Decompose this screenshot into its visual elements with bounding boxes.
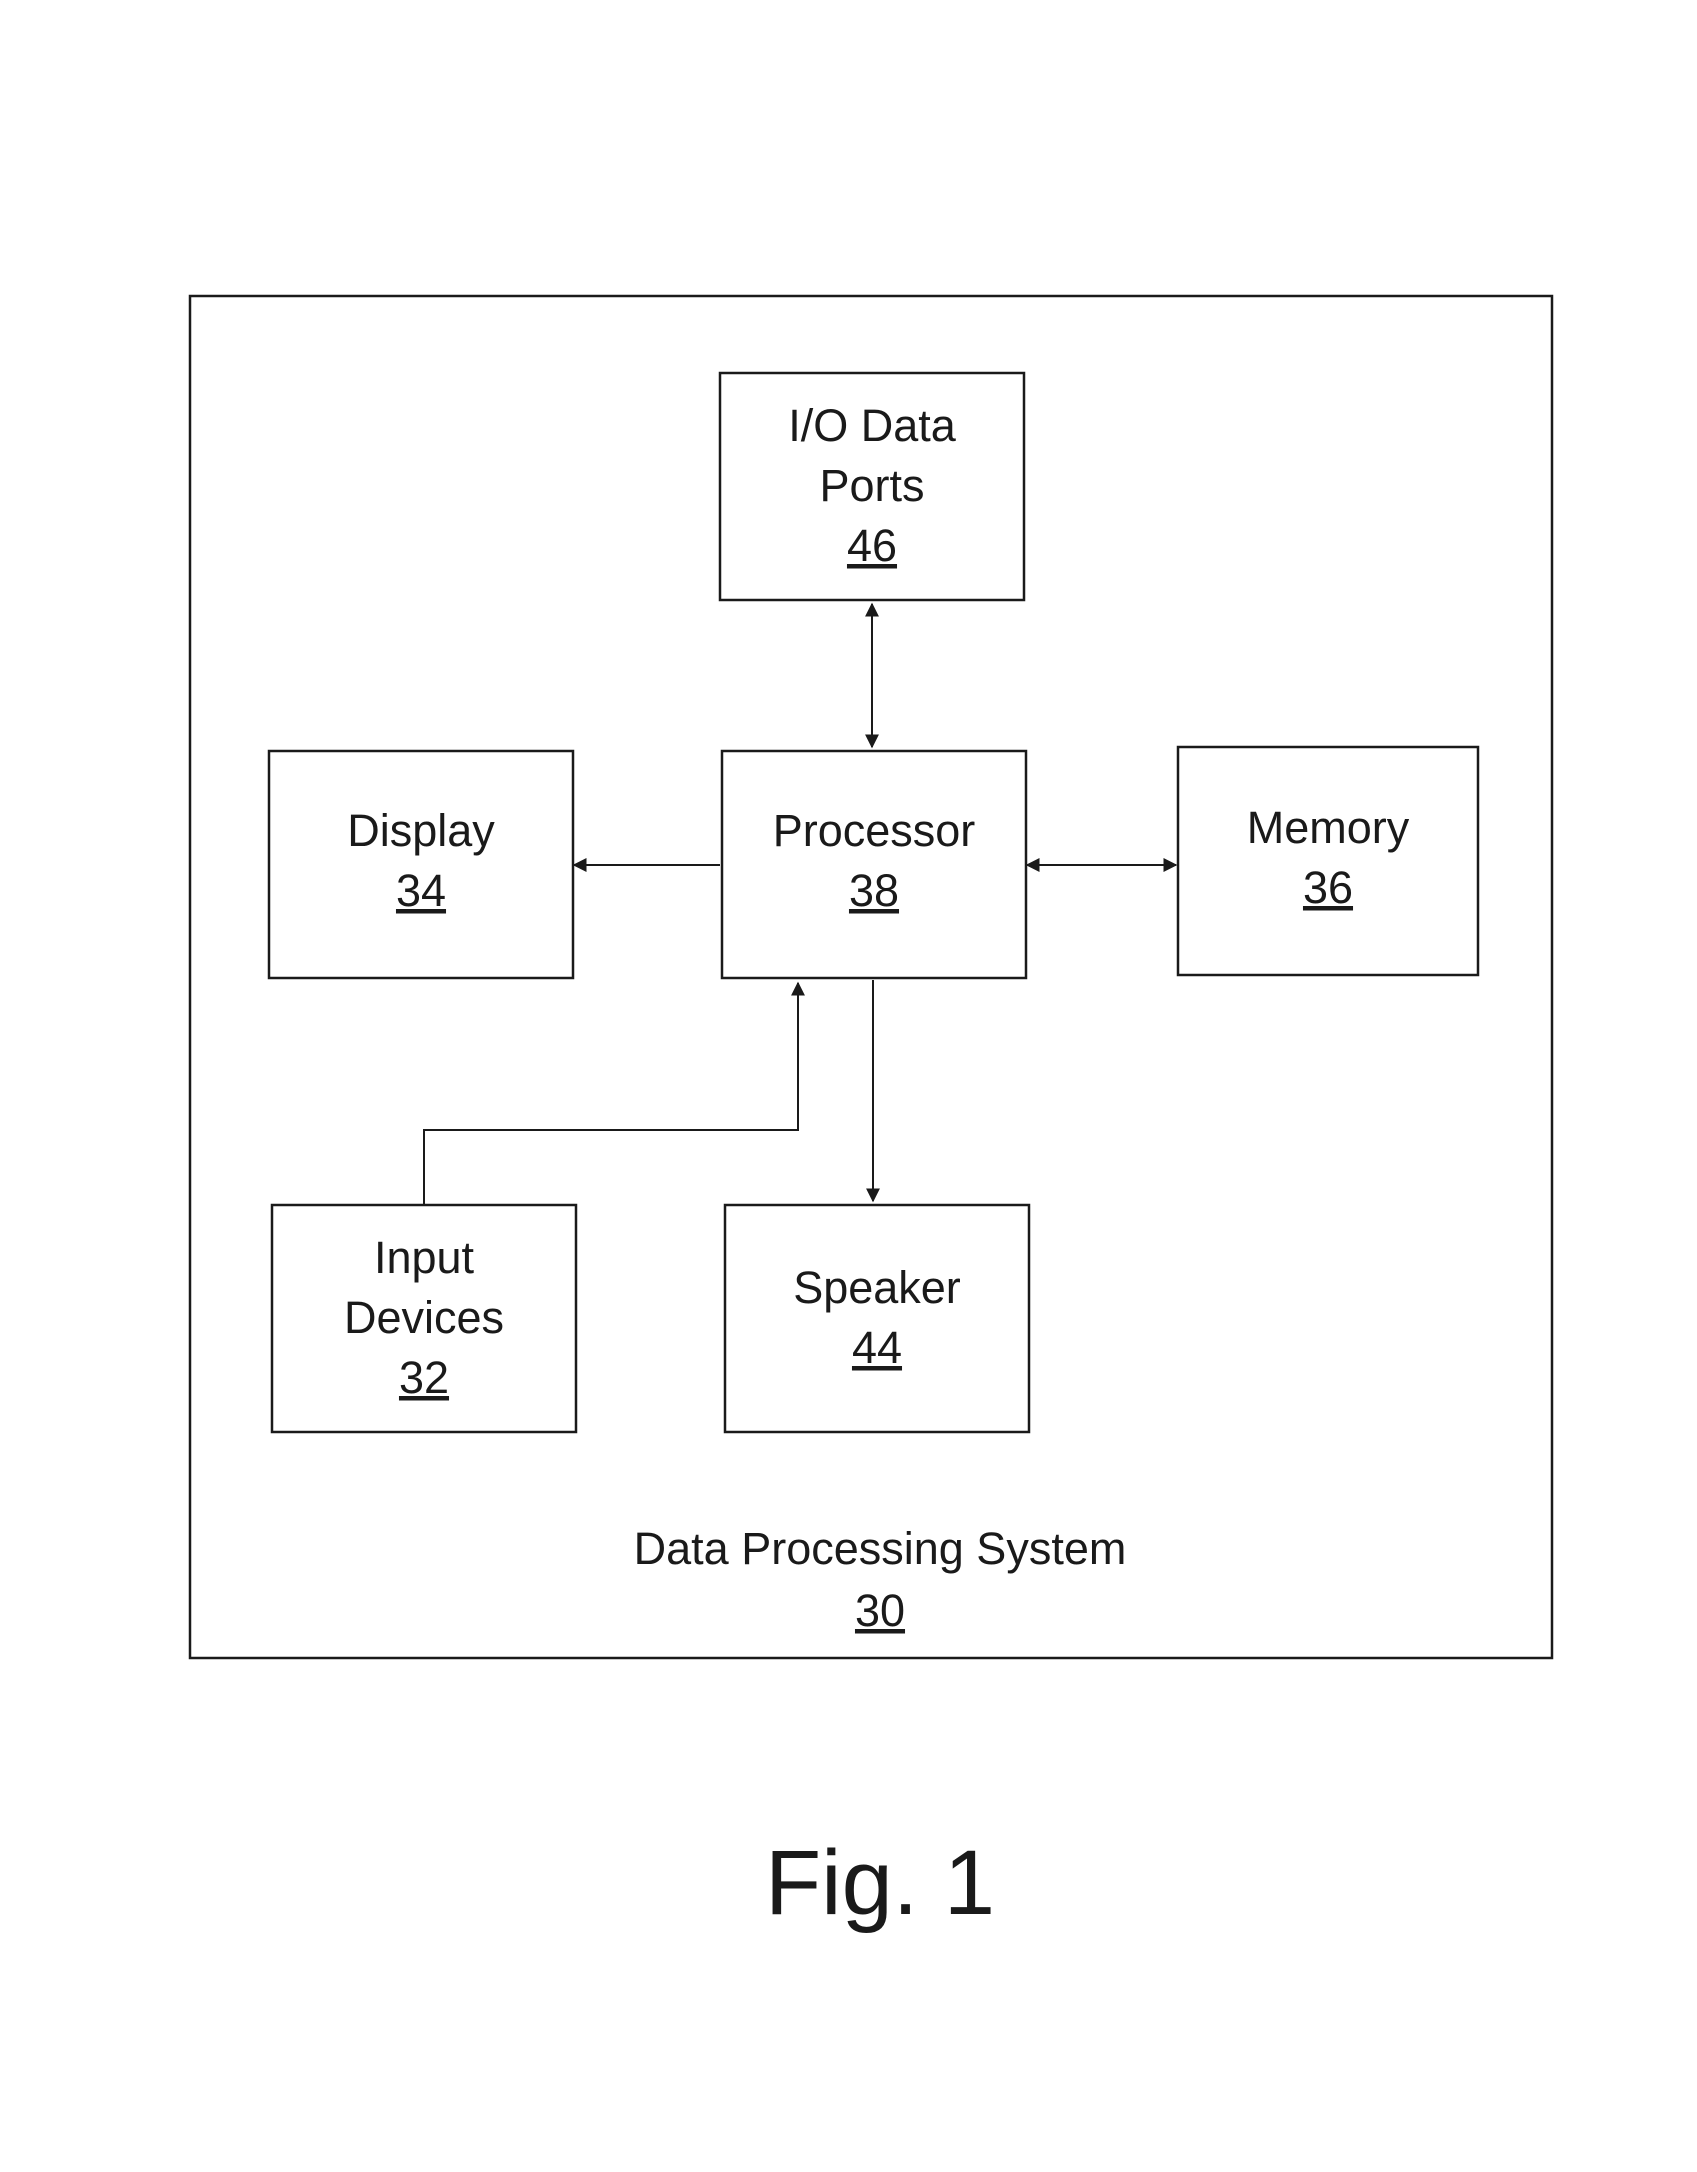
memory-ref-number: 36 — [1303, 862, 1353, 913]
input-devices-block: Input Devices 32 — [272, 1205, 576, 1432]
io-ports-label-line-1: I/O Data — [788, 400, 957, 451]
figure-label: Fig. 1 — [765, 1832, 995, 1934]
processor-block: Processor 38 — [722, 751, 1026, 978]
display-label: Display — [347, 805, 495, 856]
processor-ref-number: 38 — [849, 865, 899, 916]
memory-block: Memory 36 — [1178, 747, 1478, 975]
input-devices-label-line-2: Devices — [344, 1292, 504, 1343]
speaker-ref-number: 44 — [852, 1322, 902, 1373]
speaker-label: Speaker — [793, 1262, 961, 1313]
io-ports-block: I/O Data Ports 46 — [720, 373, 1024, 600]
display-block: Display 34 — [269, 751, 573, 978]
io-ports-label-line-2: Ports — [819, 460, 924, 511]
memory-label: Memory — [1247, 802, 1410, 853]
input-devices-ref-number: 32 — [399, 1352, 449, 1403]
input-devices-processor-connector — [424, 983, 798, 1205]
input-devices-label-line-1: Input — [374, 1232, 475, 1283]
system-title: Data Processing System — [634, 1523, 1127, 1574]
system-ref-number: 30 — [855, 1585, 905, 1636]
speaker-block: Speaker 44 — [725, 1205, 1029, 1432]
io-ports-ref-number: 46 — [847, 520, 897, 571]
display-ref-number: 34 — [396, 865, 446, 916]
processor-label: Processor — [773, 805, 976, 856]
